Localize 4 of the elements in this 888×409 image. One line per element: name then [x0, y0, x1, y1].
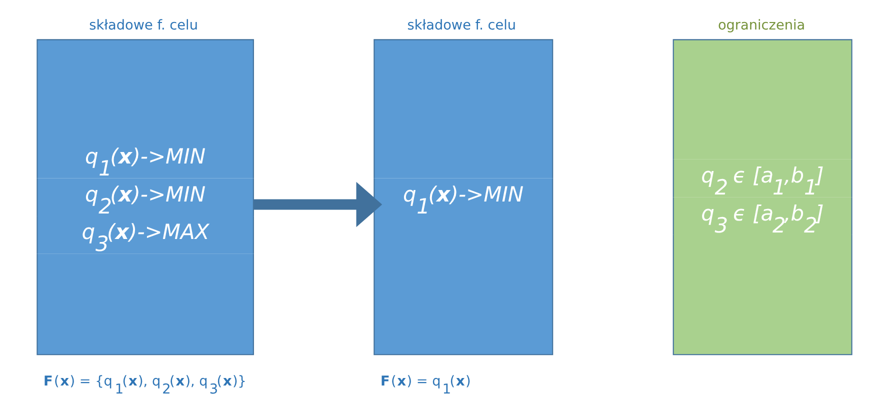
node-label: składowe f. celu: [88, 18, 198, 34]
arrow: [253, 182, 382, 228]
node-label: ograniczenia: [717, 18, 805, 34]
node-label: składowe f. celu: [406, 18, 516, 34]
